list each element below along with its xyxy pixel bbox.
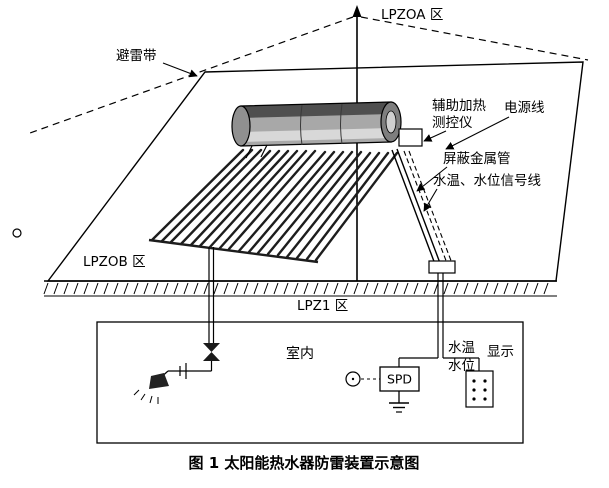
- power-source-icon: [345, 371, 361, 387]
- shielded-metal-tube: [396, 148, 444, 272]
- leader-lightning-belt: [162, 62, 198, 78]
- signal-wire-dashed: [403, 150, 451, 272]
- label-aux-heater-line1: 辅助加热: [432, 98, 486, 114]
- label-lpzoa-zone: LPZOA 区: [381, 7, 443, 23]
- collector-manifold: [148, 238, 319, 264]
- label-aux-heater-line2: 测控仪: [432, 115, 473, 131]
- frame-base-box: [428, 260, 456, 274]
- vacuum-tube-collector: [148, 148, 399, 264]
- water-tank: [231, 101, 423, 159]
- water-spray: [133, 389, 159, 404]
- lightning-rod: [352, 5, 362, 281]
- signal-line-drop: [398, 273, 480, 371]
- ground-symbol: [389, 391, 409, 413]
- valve-icon: [203, 343, 220, 352]
- tank-strap-seams: [300, 103, 343, 146]
- page-artifact-dot: [12, 228, 22, 238]
- leader-arrows: [162, 62, 510, 212]
- spd-device: SPD: [345, 366, 420, 413]
- roof-slab-hatch: [43, 280, 557, 297]
- label-lightning-belt: 避雷带: [116, 48, 157, 64]
- leader-aux-heater: [423, 130, 447, 142]
- leader-shield-tube: [416, 166, 448, 192]
- label-lpz1-zone: LPZ1 区: [297, 298, 348, 314]
- label-shield-tube: 屏蔽金属管: [443, 151, 511, 167]
- label-indoor: 室内: [286, 345, 314, 362]
- label-signal-line: 水温、水位信号线: [433, 173, 541, 189]
- hot-water-downpipe: [133, 247, 220, 404]
- leader-signal-line: [423, 188, 438, 212]
- spd-label: SPD: [387, 372, 412, 387]
- display-unit: [465, 370, 494, 408]
- tank-left-cap: [231, 105, 251, 147]
- aux-heater-controller-box: [398, 128, 423, 147]
- vacuum-tubes: [150, 148, 399, 262]
- spd-box: [379, 366, 420, 392]
- label-display: 显示: [487, 344, 514, 360]
- leader-power-line: [445, 116, 510, 150]
- label-water-temp: 水温: [448, 340, 475, 356]
- label-lpzob-zone: LPZOB 区: [83, 254, 146, 270]
- rod-tip-arrow-icon: [352, 5, 362, 17]
- shower-head-icon: [149, 373, 169, 389]
- display-box: [465, 370, 494, 408]
- lpz-boundary-right-dashed: [360, 16, 589, 61]
- support-leg: [391, 149, 439, 273]
- label-power-line: 电源线: [504, 100, 545, 116]
- label-water-level: 水位: [448, 358, 475, 374]
- indoor-room-outline: [96, 321, 524, 444]
- figure-caption: 图 1 太阳能热水器防雷装置示意图: [189, 454, 420, 472]
